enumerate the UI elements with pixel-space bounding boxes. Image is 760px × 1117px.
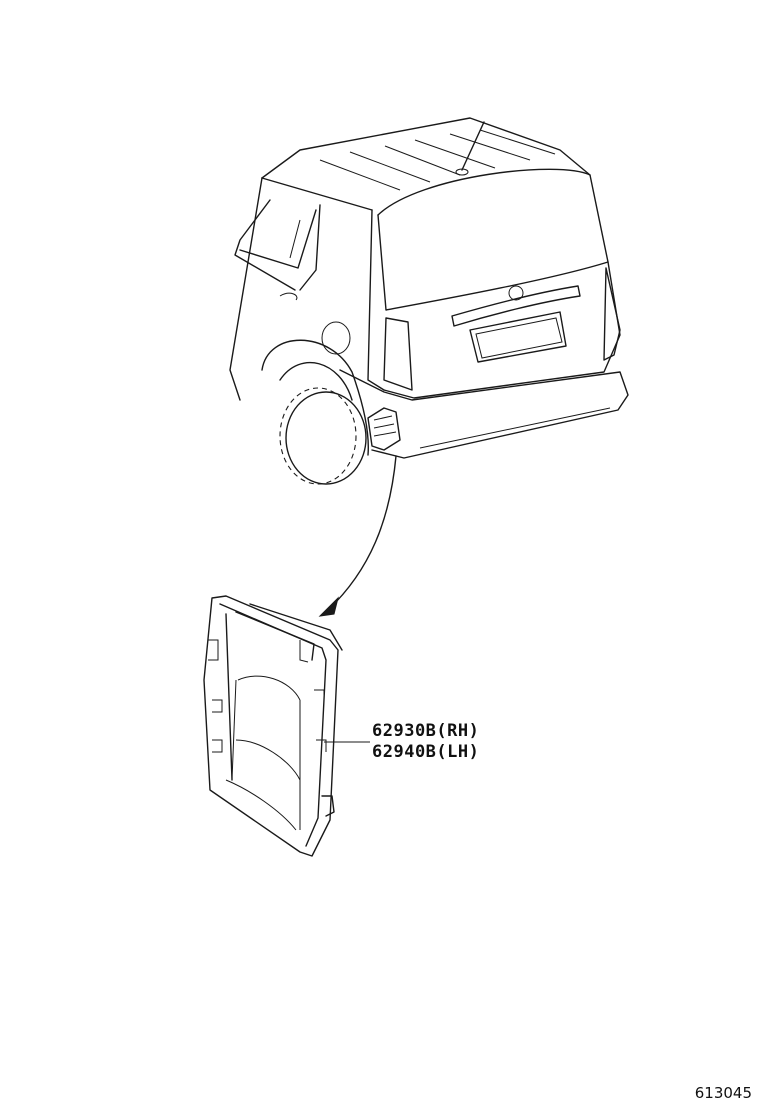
duct-part-illustration bbox=[203, 595, 343, 857]
figure-number: 613045 bbox=[694, 1084, 752, 1102]
pointer-arrow bbox=[318, 455, 397, 617]
part-code-rh: 62930B bbox=[372, 721, 437, 741]
part-callout-rh[interactable]: 62930B(RH) bbox=[372, 721, 479, 741]
part-side-lh: (LH) bbox=[436, 742, 480, 762]
part-callout-lh[interactable]: 62940B(LH) bbox=[372, 742, 479, 762]
part-side-rh: (RH) bbox=[436, 721, 480, 741]
part-code-lh: 62940B bbox=[372, 742, 437, 762]
vehicle-illustration bbox=[229, 117, 629, 485]
